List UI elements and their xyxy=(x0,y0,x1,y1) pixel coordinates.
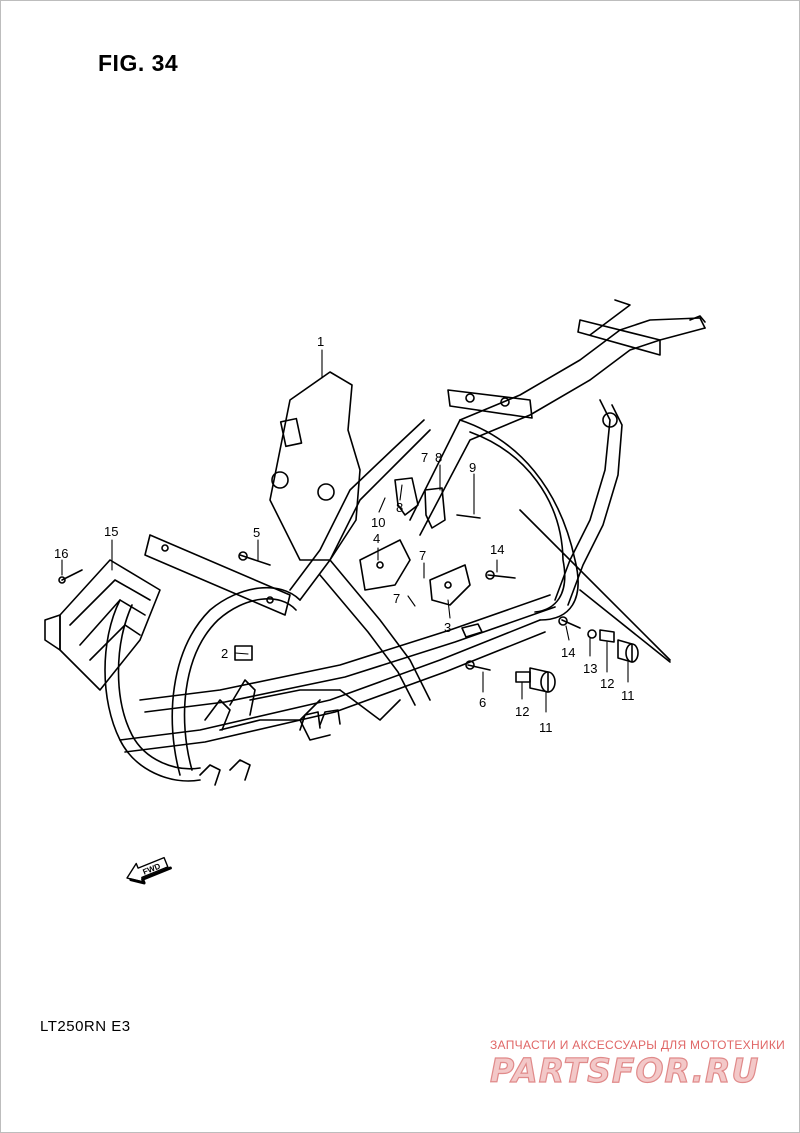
callout-8: 8 xyxy=(435,450,442,465)
callout-15: 15 xyxy=(104,524,118,539)
callout-14: 14 xyxy=(561,645,575,660)
callout-numbers: 1 2 3 4 5 6 7 7 7 8 8 9 10 11 11 12 12 1… xyxy=(54,334,635,735)
callout-7: 7 xyxy=(393,591,400,606)
callout-8: 8 xyxy=(396,500,403,515)
callout-13: 13 xyxy=(583,661,597,676)
callout-2: 2 xyxy=(221,646,228,661)
forward-direction-arrow: FWD xyxy=(126,856,172,885)
callout-3: 3 xyxy=(444,620,451,635)
frame-assembly xyxy=(44,299,706,786)
callout-6: 6 xyxy=(479,695,486,710)
callout-1: 1 xyxy=(317,334,324,349)
callout-5: 5 xyxy=(253,525,260,540)
model-code: LT250RN E3 xyxy=(40,1018,131,1035)
callout-12: 12 xyxy=(600,676,614,691)
figure-title: FIG. 34 xyxy=(98,50,179,76)
leader-lines xyxy=(61,349,629,713)
callout-7: 7 xyxy=(419,548,426,563)
callout-4: 4 xyxy=(373,531,380,546)
callout-12: 12 xyxy=(515,704,529,719)
callout-14: 14 xyxy=(490,542,504,557)
callout-11: 11 xyxy=(621,688,635,703)
watermark-tagline: ЗАПЧАСТИ И АКСЕССУАРЫ ДЛЯ МОТОТЕХНИКИ xyxy=(490,1038,786,1052)
callout-9: 9 xyxy=(469,460,476,475)
callout-7: 7 xyxy=(421,450,428,465)
callout-10: 10 xyxy=(371,515,385,530)
callout-16: 16 xyxy=(54,546,68,561)
watermark-logo: PARTSFOR.RU xyxy=(489,1050,760,1090)
callout-11: 11 xyxy=(539,720,553,735)
